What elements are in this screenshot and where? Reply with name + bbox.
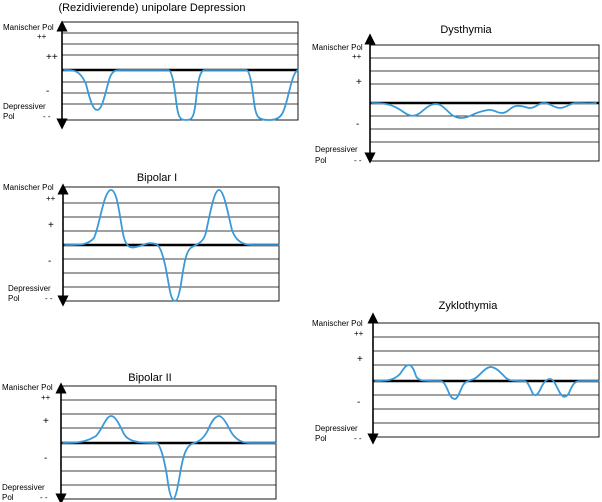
level-minus-label: - [48, 256, 51, 267]
grid-lines [370, 57, 599, 143]
pol-label: Pol [315, 434, 327, 443]
grid-lines [62, 32, 298, 105]
level-minus-label: - [46, 86, 49, 97]
mood-curve [63, 69, 299, 121]
manic-pole-label: Manischer Pol [2, 383, 53, 392]
panel-title: Dysthymia [440, 24, 492, 36]
level-minusminus-label: - - [45, 294, 53, 303]
level-plusplus-label: ++ [41, 393, 51, 402]
level-plus-label: + [43, 416, 49, 427]
panel-unipolar: (Rezidivierende) unipolare Depression Ma… [3, 2, 299, 130]
level-minusminus-label: - - [40, 493, 48, 502]
pol-label: Pol [2, 493, 14, 502]
panel-bipolar-ii: Bipolar II Manischer Pol ++ + - Depressi… [2, 372, 277, 502]
level-plusplus-label: ++ [354, 329, 364, 338]
pol-label: Pol [3, 112, 15, 121]
mood-curve [374, 364, 600, 400]
level-minusminus-label: - - [43, 112, 51, 121]
depressive-pole-label: Depressiver [3, 102, 46, 111]
pol-label: Pol [315, 156, 327, 165]
manic-pole-label: Manischer Pol [3, 183, 54, 192]
level-minus-label: - [44, 453, 47, 464]
panel-title: Bipolar I [137, 172, 177, 184]
level-minus-label: - [356, 119, 359, 130]
grid-lines [63, 202, 279, 288]
manic-pole-label: Manischer Pol [312, 319, 363, 328]
mood-curve [64, 189, 280, 302]
panel-bipolar-i: Bipolar I Manischer Pol ++ + - Depressiv… [3, 172, 280, 307]
depressive-pole-label: Depressiver [2, 483, 45, 492]
level-plus-label: + [356, 77, 362, 88]
level-plus-label: ++ [46, 52, 58, 63]
panel-title: Zyklothymia [439, 300, 499, 312]
depressive-pole-label: Depressiver [315, 424, 358, 433]
level-minusminus-label: - - [354, 156, 362, 165]
level-plusplus-label: ++ [46, 194, 56, 203]
level-plusplus-label: ++ [352, 52, 362, 61]
grid-lines [61, 399, 276, 486]
manic-pole-label: Manischer Pol [3, 23, 54, 32]
level-plus-label: + [48, 220, 54, 231]
mood-curve [371, 102, 597, 119]
panel-title: Bipolar II [128, 372, 171, 384]
manic-pole-label: Manischer Pol [312, 43, 363, 52]
depressive-pole-label: Depressiver [315, 145, 358, 154]
pol-label: Pol [8, 294, 20, 303]
level-plusplus-label: ++ [37, 32, 47, 41]
panel-title: (Rezidivierende) unipolare Depression [58, 2, 245, 14]
level-minus-label: - [357, 397, 360, 408]
mood-curve [62, 415, 277, 500]
panel-dysthymia: Dysthymia Manischer Pol ++ + - Depressiv… [312, 24, 600, 165]
panel-zyklothymia: Zyklothymia Manischer Pol ++ + - Depress… [312, 300, 600, 445]
depressive-pole-label: Depressiver [8, 284, 51, 293]
level-minusminus-label: - - [354, 434, 362, 443]
level-plus-label: + [357, 354, 363, 365]
